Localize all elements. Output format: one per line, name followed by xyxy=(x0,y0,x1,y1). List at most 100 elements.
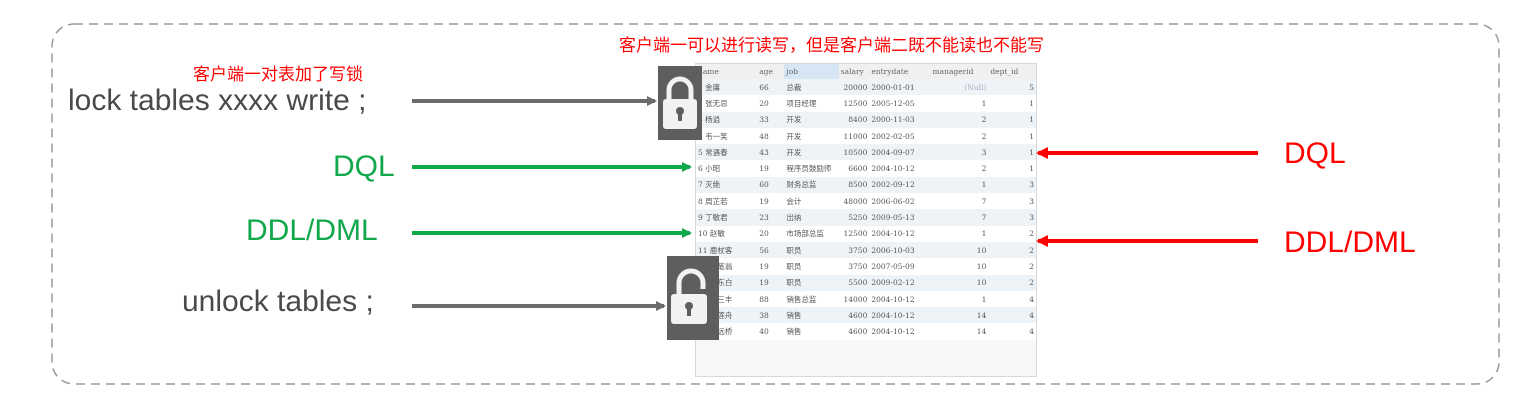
column-header: dept_id xyxy=(988,64,1036,79)
table-cell: 7 灭绝 xyxy=(696,176,758,194)
table-cell: 职员 xyxy=(784,258,839,275)
table-cell: 项目经理 xyxy=(784,95,839,112)
table-cell: 19 xyxy=(757,258,785,275)
table-cell: 开发 xyxy=(784,144,839,161)
table-cell: 2 张无忌 xyxy=(696,95,758,112)
table-cell: 6 小昭 xyxy=(696,160,758,177)
table-cell: 3 xyxy=(988,176,1036,194)
table-cell: 10 xyxy=(930,274,989,291)
table-cell: 1 xyxy=(988,160,1036,177)
table-cell: 4600 xyxy=(838,307,870,324)
client1-dql-label: DQL xyxy=(333,150,395,183)
lock-statement: lock tables xxxx write ; xyxy=(68,84,367,117)
table-cell: 1 xyxy=(988,127,1036,145)
column-header: managerid xyxy=(930,64,989,79)
table-cell: 职员 xyxy=(784,274,839,291)
table-cell: 9 丁敏君 xyxy=(696,209,758,226)
table-cell: 销售总监 xyxy=(784,290,839,308)
table-cell: 3 xyxy=(930,144,989,161)
table-cell: 14 xyxy=(930,307,989,324)
table-cell: 2007-05-09 xyxy=(869,258,931,275)
table-cell: 7 xyxy=(930,209,989,226)
table-cell: 20 xyxy=(757,95,785,112)
table-cell: 1 xyxy=(988,95,1036,112)
table-cell: 8400 xyxy=(838,111,870,128)
table-cell: 4 韦一笑 xyxy=(696,127,758,145)
table-cell: 销售 xyxy=(784,307,839,324)
table-cell: 60 xyxy=(757,176,785,194)
table-cell: 2004-10-12 xyxy=(869,323,931,340)
table-cell: 19 xyxy=(757,193,785,210)
table-cell: 2 xyxy=(988,274,1036,291)
table-cell: 19 xyxy=(757,274,785,291)
table-cell: 6600 xyxy=(838,160,870,177)
table-cell: 程序员鼓励师 xyxy=(784,160,839,177)
table-cell: 2 xyxy=(988,258,1036,275)
column-header: job xyxy=(784,64,839,79)
unlock-statement: unlock tables ; xyxy=(182,285,374,318)
table-cell: 2 xyxy=(930,160,989,177)
table-cell: 11 鹿杖客 xyxy=(696,241,758,259)
table-cell: 33 xyxy=(757,111,785,128)
table-cell: 2000-11-03 xyxy=(869,111,931,128)
table-cell: 12500 xyxy=(838,95,870,112)
table-cell: 1 金庸 xyxy=(696,79,758,96)
table-cell: 19 xyxy=(757,160,785,177)
table-cell: 2000-01-01 xyxy=(869,79,931,96)
table-cell: 8 周芷若 xyxy=(696,193,758,210)
column-header: name xyxy=(696,64,758,79)
table-cell: 3 xyxy=(988,193,1036,210)
table-cell: 2006-06-02 xyxy=(869,193,931,210)
table-cell: 5250 xyxy=(838,209,870,226)
table-cell: 1 xyxy=(930,176,989,194)
table-cell: 开发 xyxy=(784,127,839,145)
table-cell: 20 xyxy=(757,225,785,242)
table-cell: 1 xyxy=(988,111,1036,128)
client2-dql-label: DQL xyxy=(1284,137,1346,170)
table-cell: 7 xyxy=(930,193,989,210)
table-cell: (Null) xyxy=(930,79,989,96)
table-cell: 2006-10-03 xyxy=(869,241,931,259)
column-header: entrydate xyxy=(869,64,931,79)
table-cell: 10500 xyxy=(838,144,870,161)
table-cell: 2009-02-12 xyxy=(869,274,931,291)
table-cell: 4 xyxy=(988,307,1036,324)
table-cell: 2 xyxy=(930,127,989,145)
table-cell: 5 常遇春 xyxy=(696,144,758,161)
table-cell: 14000 xyxy=(838,290,870,308)
table-cell: 8500 xyxy=(838,176,870,194)
table-cell: 40 xyxy=(757,323,785,340)
table-cell: 43 xyxy=(757,144,785,161)
table-cell: 会计 xyxy=(784,193,839,210)
table-cell: 2004-10-12 xyxy=(869,160,931,177)
client1-lock-note: 客户端一对表加了写锁 xyxy=(193,65,363,85)
table-cell: 4600 xyxy=(838,323,870,340)
table-cell: 48000 xyxy=(838,193,870,210)
table-cell: 20000 xyxy=(838,79,870,96)
table-cell: 职员 xyxy=(784,241,839,259)
table-cell: 财务总监 xyxy=(784,176,839,194)
table-cell: 38 xyxy=(757,307,785,324)
table-cell: 2 xyxy=(930,111,989,128)
table-cell: 5500 xyxy=(838,274,870,291)
table-cell: 66 xyxy=(757,79,785,96)
table-cell: 3 xyxy=(988,209,1036,226)
table-cell: 2 xyxy=(988,241,1036,259)
table-cell: 出纳 xyxy=(784,209,839,226)
client1-ddl-dml-label: DDL/DML xyxy=(246,214,378,247)
table-cell: 2002-09-12 xyxy=(869,176,931,194)
summary-note: 客户端一可以进行读写，但是客户端二既不能读也不能写 xyxy=(619,36,1044,56)
table-cell: 11000 xyxy=(838,127,870,145)
table-cell: 48 xyxy=(757,127,785,145)
table-cell: 2004-10-12 xyxy=(869,225,931,242)
